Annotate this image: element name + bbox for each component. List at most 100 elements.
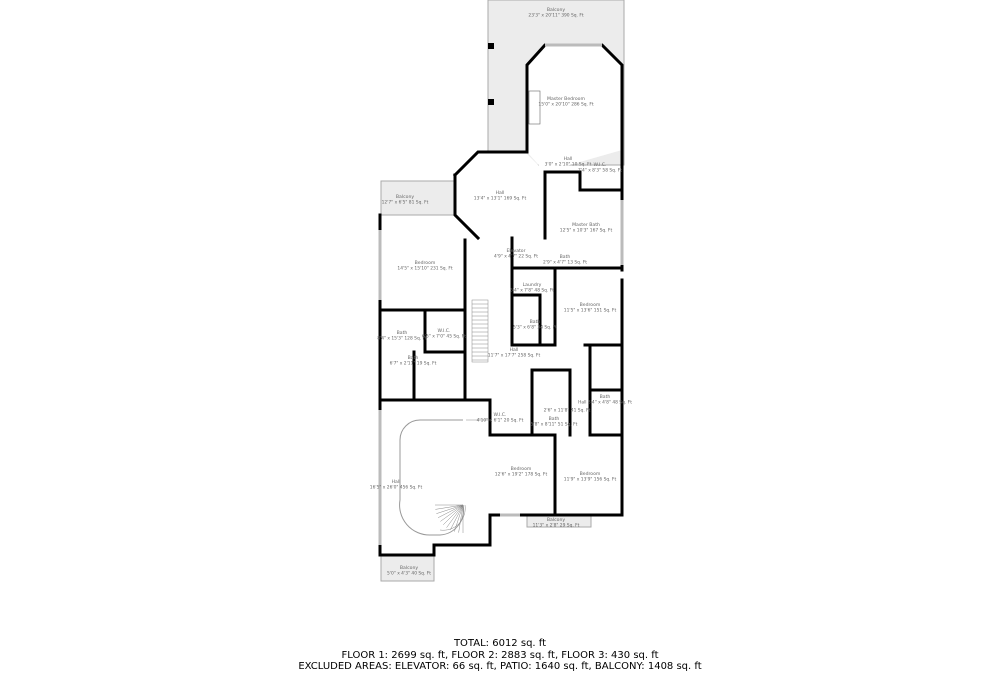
room-dimensions: 6'7" x 2'11" 19 Sq. Ft — [390, 361, 437, 367]
room-name: Balcony — [547, 7, 565, 13]
room-dimensions: 3'0" x 2'10" 10 Sq. Ft — [545, 162, 592, 168]
room-name: Master Bedroom — [547, 96, 585, 102]
room-dimensions: 2'9" x 4'7" 13 Sq. Ft — [543, 260, 587, 266]
room-dimensions: 11'3" x 2'8" 29 Sq. Ft — [533, 523, 580, 529]
pillar — [488, 43, 494, 49]
room-dimensions: 11'5" x 13'6" 151 Sq. Ft — [564, 308, 617, 314]
windows — [378, 43, 624, 545]
room-dimensions: 11'9" x 13'9" 156 Sq. Ft — [564, 477, 617, 483]
room-name: Hall — [510, 347, 519, 353]
hall-octagon-area — [455, 152, 545, 238]
room-dimensions: 12'5" x 10'3" 167 Sq. Ft — [560, 228, 613, 234]
room-dimensions: 5'0" x 4'3" 40 Sq. Ft — [387, 571, 431, 577]
balcony-left — [380, 180, 457, 216]
pillar — [488, 99, 494, 105]
room-dimensions: 13'4" x 13'1" 169 Sq. Ft — [474, 196, 527, 202]
room-name: W.I.C. — [438, 328, 451, 334]
room-dimensions: 4'9" x 4'7" 22 Sq. Ft — [494, 254, 538, 260]
stair-tread — [446, 504, 464, 528]
room-dimensions: 14'5" x 15'10" 231 Sq. Ft — [397, 266, 452, 272]
room-dimensions: 8'4" x 15'3" 128 Sq. Ft — [377, 336, 427, 342]
room-label: W.I.C.6'5" x 7'0" 45 Sq. Ft — [422, 328, 466, 340]
room-dimensions: 11'7" x 17'7" 258 Sq. Ft — [488, 353, 541, 359]
room-name: Master Bath — [572, 222, 600, 228]
room-name: Bath — [408, 355, 419, 361]
stair-tread — [437, 504, 464, 518]
room-dimensions: 2'6" x 11'8" 41 Sq. Ft — [544, 408, 591, 414]
room-dimensions: 16'5" x 26'0" 456 Sq. Ft — [370, 485, 423, 491]
stair-tread — [458, 504, 464, 533]
room-name: W.I.C. — [494, 412, 507, 418]
room-label: W.I.C.4'10" x 6'1" 20 Sq. Ft — [477, 412, 524, 424]
room-dimensions: 6'5" x 7'0" 45 Sq. Ft — [422, 334, 466, 340]
room-name: Bath — [549, 416, 560, 422]
stair-tread — [454, 504, 464, 532]
room-name: Bedroom — [580, 471, 601, 477]
room-name: Bath — [560, 254, 571, 260]
room-dimensions: 23'3" x 20'11" 390 Sq. Ft — [528, 13, 583, 19]
room-name: Hall — [564, 156, 573, 162]
room-dimensions: 7'4" x 8'3" 58 Sq. Ft — [578, 168, 622, 174]
room-name: Bedroom — [580, 302, 601, 308]
room-dimensions: 15'0" x 20'10" 286 Sq. Ft — [538, 102, 593, 108]
stair-tread — [440, 504, 464, 522]
room-name: Balcony — [400, 565, 418, 571]
room-label: 2'6" x 11'8" 41 Sq. Ft — [544, 408, 591, 414]
room-name: Balcony — [547, 517, 565, 523]
room-name: Balcony — [396, 194, 414, 200]
staircase — [399, 299, 490, 536]
room-dimensions: Hall 3'4" x 4'8" 48 Sq. Ft — [578, 400, 632, 406]
stair-tread — [436, 504, 464, 514]
room-name: Bath — [600, 394, 611, 400]
room-label: W.I.C.7'4" x 8'3" 58 Sq. Ft — [578, 162, 622, 174]
room-name: Bedroom — [511, 466, 532, 472]
room-name: W.I.C. — [594, 162, 607, 168]
room-name: Elevator — [506, 248, 525, 254]
floor-areas: FLOOR 1: 2699 sq. ft, FLOOR 2: 2883 sq. … — [341, 649, 659, 661]
room-dimensions: 5'3" x 6'8" 34 Sq. Ft — [513, 325, 557, 331]
room-name: Bedroom — [415, 260, 436, 266]
room-name: Bath — [397, 330, 408, 336]
stair-tread — [443, 504, 464, 525]
room-dimensions: 12'7" x 6'5" 81 Sq. Ft — [382, 200, 429, 206]
room-name: Laundry — [523, 282, 542, 288]
room-dimensions: 12'6" x 19'2" 178 Sq. Ft — [495, 472, 548, 478]
room-dimensions: 6'4" x 7'8" 48 Sq. Ft — [510, 288, 554, 294]
stair-tread — [435, 504, 464, 510]
master-bedroom-area — [527, 45, 622, 172]
total-area: TOTAL: 6012 sq. ft — [453, 638, 547, 649]
stair-tread — [450, 504, 464, 531]
room-name: Bath — [530, 319, 541, 325]
room-dimensions: 4'10" x 6'1" 20 Sq. Ft — [477, 418, 524, 424]
fireplace-icon — [528, 90, 541, 125]
room-name: Hall — [496, 190, 505, 196]
room-name: Hall — [392, 479, 401, 485]
stair-treads — [435, 303, 488, 533]
balcony-bottom-left — [380, 555, 435, 582]
area-summary: TOTAL: 6012 sq. ft FLOOR 1: 2699 sq. ft,… — [0, 638, 1000, 673]
room-dimensions: 5'8" x 8'11" 51 Sq. Ft — [531, 422, 578, 428]
